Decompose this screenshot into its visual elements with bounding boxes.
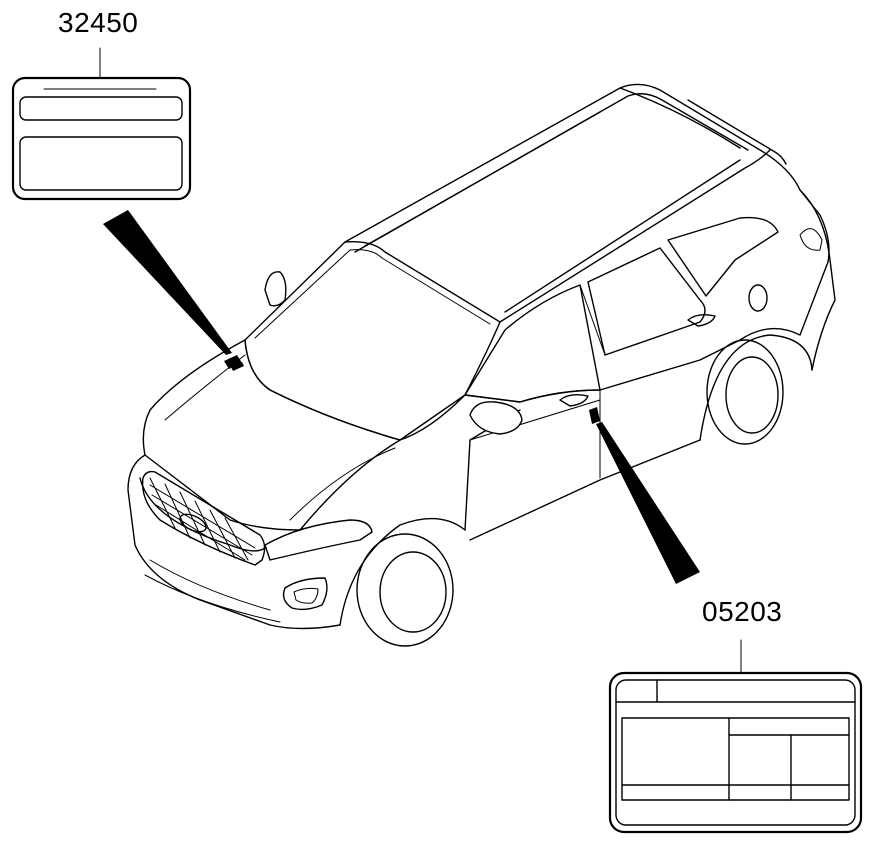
bumper-skid bbox=[144, 574, 281, 623]
hood bbox=[142, 339, 401, 531]
rocker-panel bbox=[469, 439, 701, 541]
grille bbox=[141, 470, 266, 566]
roof-rail-right-inner bbox=[504, 159, 741, 313]
rear-rim bbox=[725, 356, 779, 434]
rear-tire bbox=[706, 339, 784, 445]
windshield bbox=[244, 241, 501, 441]
pointer-wedge-label-1 bbox=[103, 210, 232, 355]
pointer-wedge-label-2 bbox=[596, 422, 700, 584]
rear-side-window bbox=[587, 247, 706, 356]
rear-door-handle bbox=[687, 313, 716, 327]
hood-crease-right bbox=[289, 447, 396, 521]
roof-spoiler bbox=[687, 99, 787, 165]
part-number-label-1: 32450 bbox=[58, 7, 139, 38]
grille-mesh bbox=[149, 477, 256, 561]
label-05203-graphic bbox=[608, 639, 863, 834]
headlight bbox=[264, 519, 373, 561]
label-2-outer-frame bbox=[608, 671, 863, 834]
part-number-label-2: 05203 bbox=[702, 596, 783, 627]
side-mirror bbox=[469, 401, 523, 435]
roof-rail-right bbox=[499, 149, 771, 323]
grille-top-edge bbox=[139, 477, 266, 552]
front-wheel-arch bbox=[339, 517, 466, 626]
roof-rear-edge bbox=[619, 87, 741, 149]
front-door-handle bbox=[559, 393, 589, 407]
label-1-upper-panel bbox=[19, 96, 183, 121]
hood-crease-left bbox=[164, 354, 246, 421]
b-pillar bbox=[579, 284, 606, 356]
label-1-outer-frame bbox=[11, 76, 192, 201]
rear-corner bbox=[799, 189, 836, 371]
fuel-door bbox=[748, 284, 768, 312]
roof-rail-left bbox=[354, 111, 601, 253]
hood-label-marker bbox=[224, 355, 242, 369]
bumper-lower-lip bbox=[149, 559, 271, 611]
rear-wheel-arch bbox=[699, 334, 813, 441]
brand-emblem bbox=[179, 513, 207, 533]
front-tire bbox=[356, 533, 454, 647]
quarter-window bbox=[667, 216, 779, 297]
front-rim bbox=[379, 551, 447, 633]
roof-inner-line bbox=[364, 93, 749, 247]
label-2-inner-frame bbox=[615, 679, 856, 826]
hood-label-marker-2 bbox=[231, 362, 244, 371]
front-side-window bbox=[464, 284, 601, 403]
far-side-mirror bbox=[264, 271, 287, 307]
suv-body bbox=[127, 83, 836, 647]
door-crease bbox=[469, 399, 601, 441]
fog-light bbox=[282, 577, 328, 611]
tail-light bbox=[799, 228, 823, 251]
front-bumper bbox=[127, 454, 341, 630]
label-1-lower-panel bbox=[19, 136, 183, 191]
roof-outline bbox=[344, 83, 830, 263]
windshield-inner-edge bbox=[254, 249, 491, 339]
door-label-marker bbox=[589, 407, 600, 424]
fog-light-inner bbox=[293, 587, 319, 604]
label-2-table-frame bbox=[621, 717, 850, 801]
label-32450-graphic bbox=[11, 47, 192, 201]
